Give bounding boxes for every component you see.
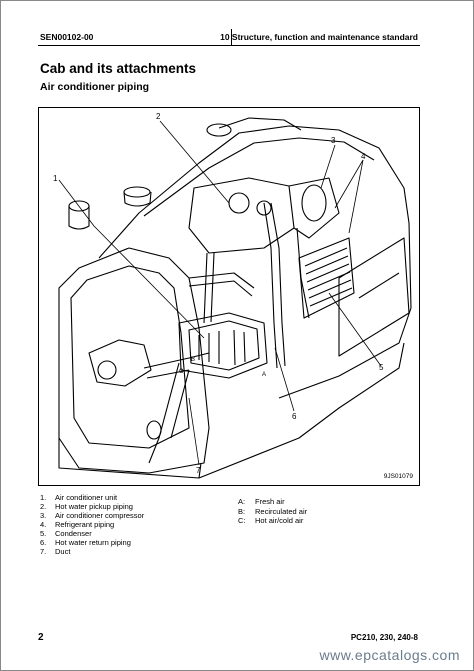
legend-item: 3.Air conditioner compressor (40, 511, 145, 520)
aircon-unit (178, 312, 268, 379)
condenser (298, 237, 355, 319)
hood-outline (98, 125, 412, 399)
air-label-a: A (262, 372, 266, 378)
callout-3: 3 (331, 136, 336, 145)
legend-item: 5.Condenser (40, 529, 92, 538)
page-title: Cab and its attachments (40, 61, 197, 76)
legend-item: B:Recirculated air (238, 506, 308, 516)
legend-item: 4.Refrigerant piping (40, 520, 115, 529)
page-subtitle: Air conditioner piping (40, 81, 150, 93)
watermark: www.epcatalogs.com (319, 647, 460, 663)
legend-item: 1.Air conditioner unit (40, 493, 118, 502)
header-rule (38, 45, 420, 46)
legend-item: A:Fresh air (238, 497, 285, 506)
engine-block (188, 177, 295, 254)
air-label-b: B (191, 357, 195, 363)
legend-item: C:Hot air/cold air (238, 516, 304, 525)
machine-drawing: B C A (58, 117, 412, 479)
parts-legend: 1.Air conditioner unit 2.Hot water picku… (40, 493, 144, 556)
header-divider (231, 29, 232, 45)
callout-1: 1 (53, 174, 58, 183)
cab-outline (58, 247, 210, 474)
piping-illustration: B C A 1 2 3 4 5 6 7 9JS01079 (38, 107, 420, 486)
section-title: 10 Structure, function and maintenance s… (220, 32, 418, 42)
figure-id: 9JS01079 (383, 473, 413, 480)
air-label-c: C (179, 369, 184, 375)
model-numbers: PC210, 230, 240-8 (350, 633, 418, 642)
callout-5: 5 (379, 363, 384, 372)
legend-item: 7.Duct (40, 547, 71, 556)
callout-2: 2 (156, 112, 161, 121)
page-number: 2 (38, 632, 44, 643)
callout-7: 7 (196, 466, 201, 475)
airflow-legend: A:Fresh air B:Recirculated air C:Hot air… (238, 497, 307, 526)
legend-item: 2.Hot water pickup piping (40, 502, 133, 511)
callout-4: 4 (361, 152, 366, 161)
legend-item: 6.Hot water return piping (40, 538, 131, 547)
doc-code: SEN00102-00 (40, 32, 94, 42)
callout-6: 6 (292, 412, 297, 421)
